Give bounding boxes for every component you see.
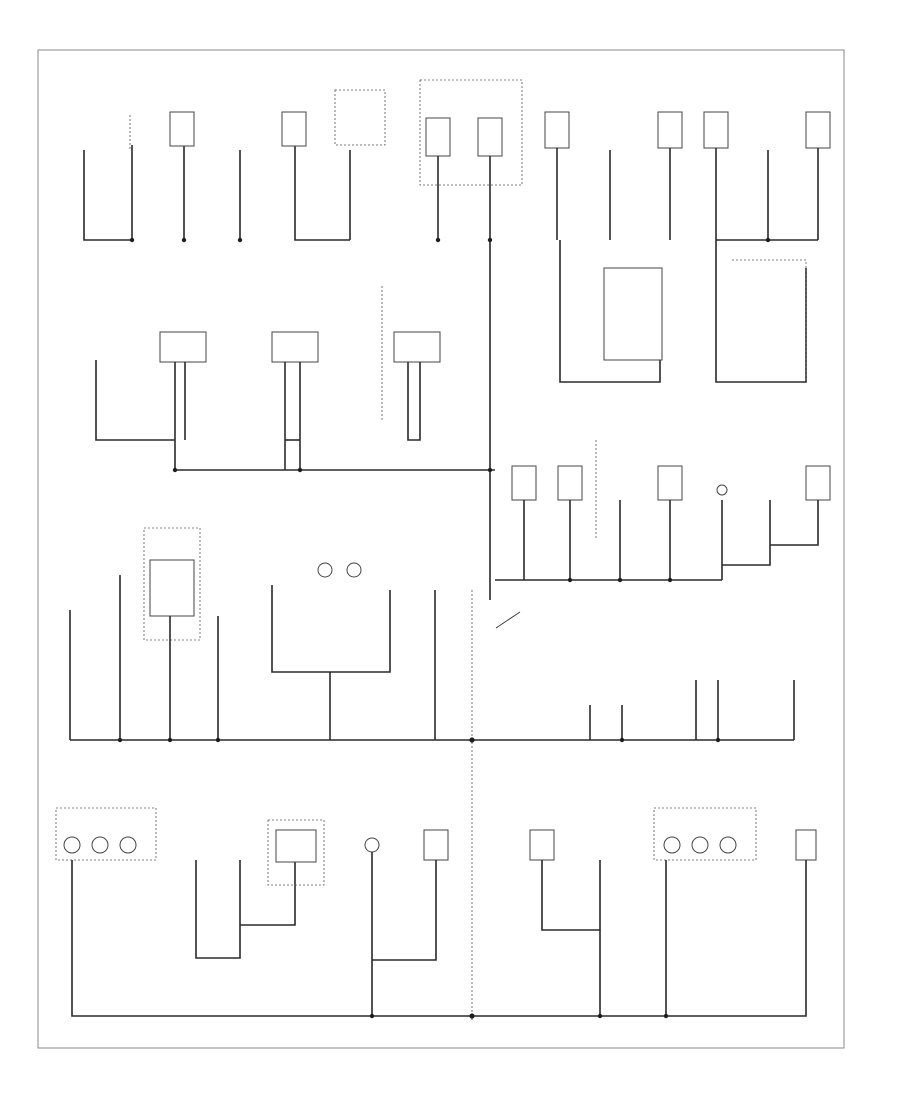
third-row-right-components bbox=[495, 440, 831, 581]
top-row-components bbox=[83, 79, 831, 420]
diagram-frame bbox=[37, 49, 845, 1049]
splice-points bbox=[117, 237, 771, 1019]
third-row-left-components bbox=[69, 527, 473, 1020]
fourth-row-right-components bbox=[472, 611, 795, 741]
second-row-components bbox=[95, 286, 495, 600]
bottom-row-components bbox=[55, 807, 817, 1017]
